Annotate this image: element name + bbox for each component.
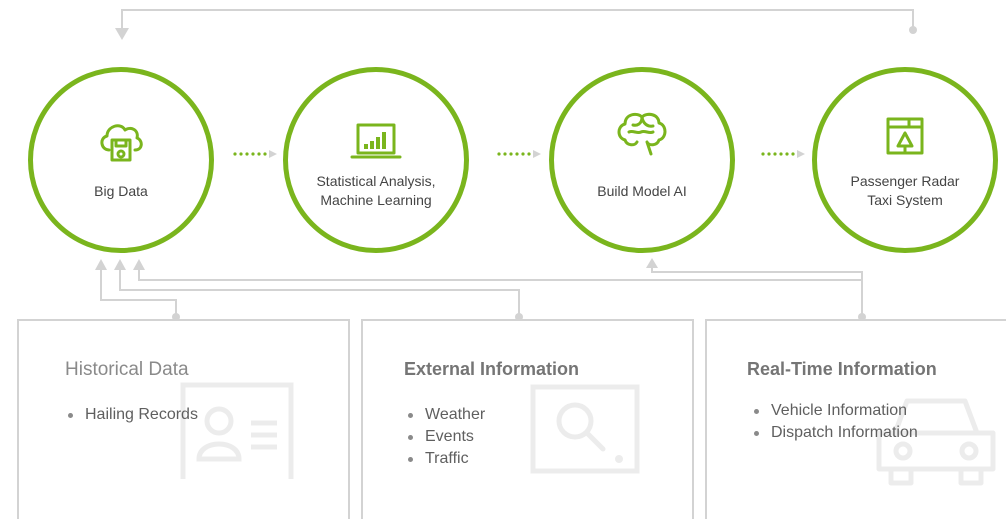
dotted-arrow-2 <box>497 150 541 158</box>
monitor-search-icon <box>530 384 640 474</box>
list-item: Traffic <box>405 448 485 470</box>
list-item: Dispatch Information <box>751 422 918 444</box>
arrowhead-feed-1 <box>95 259 107 270</box>
list-item: Hailing Records <box>65 404 198 426</box>
feed-line-model <box>651 266 863 280</box>
panel-historical-data: Historical Data Hailing Records <box>17 319 350 519</box>
arrowhead-feed-model <box>646 258 658 268</box>
id-card-icon <box>180 382 294 479</box>
node-label: Statistical Analysis, Machine Learning <box>316 173 436 208</box>
list-item: Weather <box>405 404 485 426</box>
connector-lines <box>95 9 917 321</box>
node-label: Big Data <box>94 183 148 199</box>
brain-icon <box>617 112 667 156</box>
panel-external-information: External Information Weather Events Traf… <box>361 319 694 519</box>
panel-title: Historical Data <box>65 359 189 380</box>
feed-line-realtime <box>138 268 863 317</box>
node-big-data: Big Data <box>28 67 214 253</box>
node-passenger-radar: Passenger Radar Taxi System <box>812 67 998 253</box>
node-label: Build Model AI <box>597 183 687 199</box>
laptop-chart-icon <box>350 123 402 159</box>
list-item: Events <box>405 426 485 448</box>
panel-real-time-information: Real-Time Information Vehicle Informatio… <box>705 319 1006 519</box>
arrowhead-loop <box>115 28 129 40</box>
panel-list: Hailing Records <box>65 404 198 426</box>
arrowhead-feed-2 <box>114 259 126 270</box>
dotted-arrow-3 <box>761 150 805 158</box>
feedback-loop-line <box>121 9 914 30</box>
cloud-database-icon <box>100 124 143 162</box>
panel-title: External Information <box>404 359 580 379</box>
feed-line-historical <box>100 268 177 317</box>
list-item: Vehicle Information <box>751 400 918 422</box>
node-statistical-analysis: Statistical Analysis, Machine Learning <box>283 67 469 253</box>
start-dot-loop <box>909 26 917 34</box>
panel-list: Vehicle Information Dispatch Information <box>751 400 918 444</box>
node-label: Passenger Radar Taxi System <box>850 173 960 208</box>
node-build-model-ai: Build Model AI <box>549 67 735 253</box>
dotted-arrow-1 <box>233 150 277 158</box>
panel-title: Real-Time Information <box>747 359 937 379</box>
feed-line-external <box>119 268 520 317</box>
panel-list: Weather Events Traffic <box>405 404 485 470</box>
taxi-app-icon <box>886 117 924 155</box>
car-icon <box>876 398 996 486</box>
arrowhead-feed-3 <box>133 259 145 270</box>
